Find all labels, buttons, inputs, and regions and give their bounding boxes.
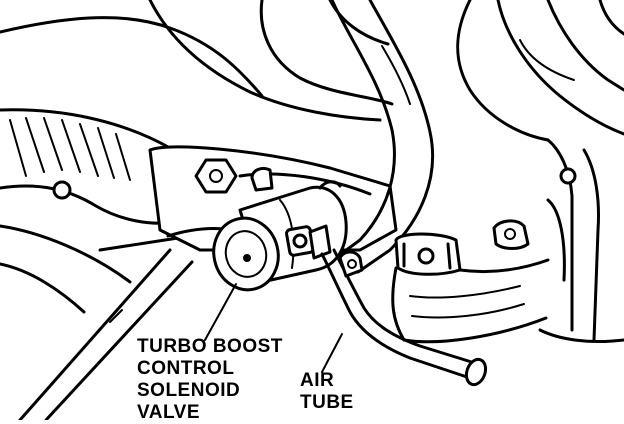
label-line: TURBO BOOST — [137, 336, 283, 357]
bracket-bolt-icon — [559, 167, 577, 185]
engine-background-contours — [0, 0, 624, 142]
right-bracket — [538, 138, 624, 343]
right-duct — [391, 219, 550, 344]
clamp-bolt-icon — [417, 247, 435, 265]
label-line: AIR — [300, 370, 335, 391]
solenoid-valve — [212, 180, 348, 292]
label-air-tube: AIR TUBE — [300, 370, 354, 414]
solenoid-leader-line — [204, 283, 237, 341]
left-housing — [0, 108, 180, 314]
label-line: TUBE — [300, 392, 354, 413]
solenoid-end-cap — [212, 216, 280, 292]
label-line: CONTROL — [137, 358, 235, 379]
lower-rod — [18, 248, 194, 420]
solenoid-center-dot-icon — [243, 254, 251, 262]
hex-bolt-icon — [194, 158, 238, 194]
leader-lines — [204, 283, 343, 373]
label-line: VALVE — [137, 402, 201, 423]
air-tube — [320, 248, 488, 387]
bent-pipe — [328, 0, 435, 274]
label-turbo-boost-control-solenoid-valve: TURBO BOOST CONTROL SOLENOID VALVE — [137, 336, 283, 424]
air-tube-end — [464, 357, 488, 387]
housing-bolt-icon — [52, 180, 72, 200]
air-tube-leader-line — [321, 333, 343, 373]
label-line: SOLENOID — [137, 380, 241, 401]
